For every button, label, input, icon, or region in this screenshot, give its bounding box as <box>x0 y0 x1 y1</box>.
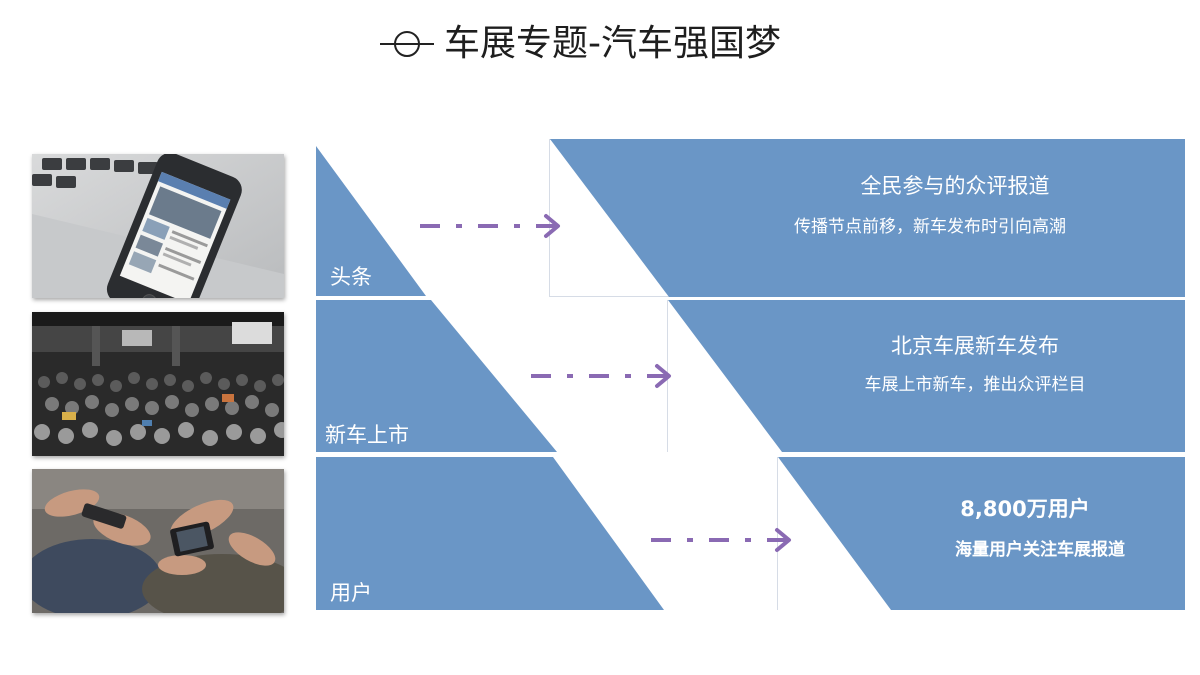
row-3-arrow <box>651 528 791 552</box>
row-2-left-trapezoid <box>316 300 557 452</box>
row-3-box-subtitle: 海量用户关注车展报道 <box>955 540 1125 560</box>
row-3-label: 用户 <box>330 581 372 605</box>
row-1-label: 头条 <box>330 265 372 289</box>
row-2-label: 新车上市 <box>325 423 409 447</box>
row-1-right-box <box>550 139 1185 297</box>
row-2-box-title: 北京车展新车发布 <box>891 334 1059 358</box>
title-text: 车展专题-汽车强国梦 <box>444 23 781 64</box>
row-1-box-subtitle: 传播节点前移，新车发布时引向高潮 <box>794 217 1066 237</box>
row-2-box-subtitle: 车展上市新车，推出众评栏目 <box>864 375 1086 395</box>
auto-show-crowd-photo <box>32 312 284 456</box>
row-3-right-box <box>778 457 1185 610</box>
smartphone-on-laptop-photo <box>32 154 284 298</box>
row-1-left-triangle <box>316 146 426 296</box>
circle-minus-icon <box>380 31 434 57</box>
row-2-arrow <box>531 364 671 388</box>
row-3-left-trapezoid <box>316 457 664 610</box>
hands-holding-phones-photo <box>32 469 284 613</box>
page-title: 车展专题-汽车强国梦 <box>378 16 781 72</box>
row-1-arrow <box>420 214 560 238</box>
row-2-right-box <box>668 300 1185 452</box>
row-3-box-title: 8,800万用户 <box>960 497 1090 521</box>
row-1-box-title: 全民参与的众评报道 <box>860 174 1050 198</box>
